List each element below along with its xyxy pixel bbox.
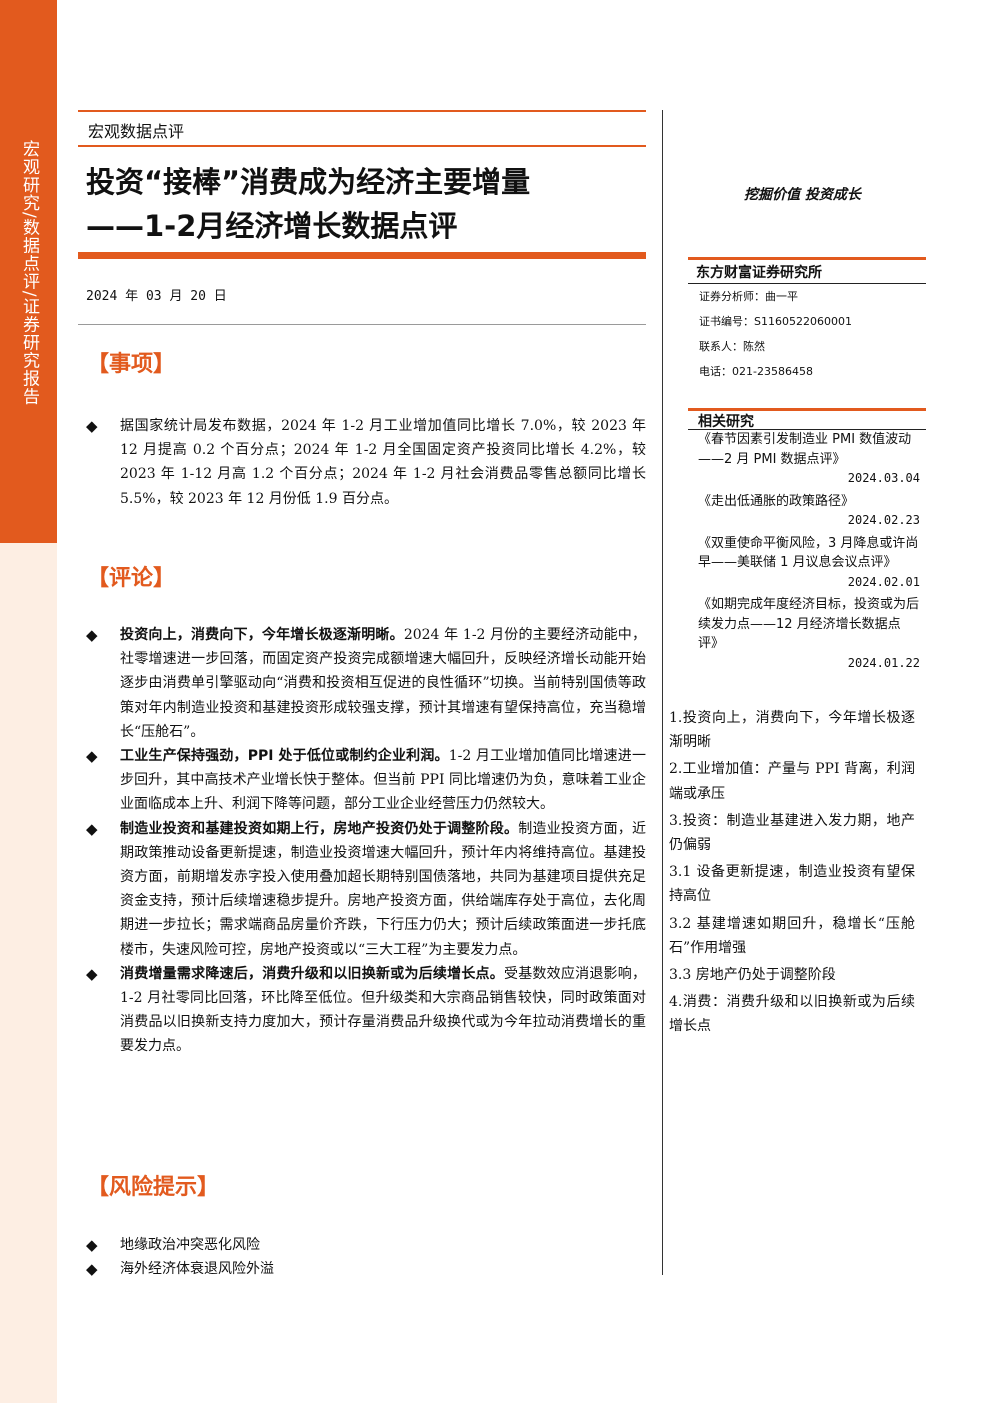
comment-list: ◆ 投资向上，消费向下，今年增长极逐渐明晰。2024 年 1-2 月份的主要经济… <box>86 623 646 1059</box>
title-line-2: ——1-2月经济增长数据点评 <box>86 209 458 243</box>
report-category: 宏观数据点评 <box>88 122 185 141</box>
key-point-item: 3.2 基建增速如期回升，稳增长“压舱石”作用增强 <box>669 915 915 956</box>
key-point-item: 1.投资向上，消费向下，今年增长极逐渐明晰 <box>669 710 915 751</box>
org-accent-bar <box>688 257 926 260</box>
risk-item: ◆ 海外经济体衰退风险外溢 <box>86 1257 646 1281</box>
key-point-item: 2.工业增加值：产量与 PPI 背离，利润端或承压 <box>669 761 915 802</box>
related-report-date: 2024.02.23 <box>847 513 920 527</box>
comment-item-text: 受基数效应消退影响，1-2 月社零同比回落，环比降至低位。但升级类和大宗商品销售… <box>120 965 646 1055</box>
slogan: 挖掘价值 投资成长 <box>744 187 861 203</box>
comment-item-text: 2024 年 1-2 月份的主要经济动能中，社零增速进一步回落，而固定资产投资完… <box>120 627 646 740</box>
key-point-item: 4.消费：消费升级和以旧换新或为后续增长点 <box>669 994 915 1035</box>
column-divider <box>662 110 663 1275</box>
related-heading: 相关研究 <box>698 414 754 430</box>
related-report-date: 2024.03.04 <box>847 471 920 485</box>
analyst-cert: 证书编号：S1160522060001 <box>699 315 852 328</box>
key-points-list: 1.投资向上，消费向下，今年增长极逐渐明晰 2.工业增加值：产量与 PPI 背离… <box>669 706 915 1042</box>
diamond-bullet-icon: ◆ <box>86 747 98 766</box>
risk-item-text: 地缘政治冲突恶化风险 <box>120 1237 260 1253</box>
comment-item-lead: 消费增量需求降速后，消费升级和以旧换新或为后续增长点。 <box>120 965 504 982</box>
analyst-name: 证券分析师：曲一平 <box>699 290 798 303</box>
key-point-item: 3.投资：制造业基建进入发力期，地产仍偏弱 <box>669 812 915 854</box>
section-heading-comment: 【评论】 <box>87 566 176 591</box>
diamond-bullet-icon: ◆ <box>86 626 98 644</box>
event-item: ◆ 据国家统计局发布数据，2024 年 1-2 月工业增加值同比增长 7.0%，… <box>86 414 646 511</box>
comment-item-lead: 投资向上，消费向下，今年增长极逐渐明晰。 <box>120 627 404 643</box>
related-report-link[interactable]: 《春节因素引发制造业 PMI 数值波动——2 月 PMI 数据点评》 <box>698 432 912 467</box>
contact-person: 联系人：陈然 <box>699 340 765 353</box>
contact-phone: 电话：021-23586458 <box>699 365 813 378</box>
related-list: 《春节因素引发制造业 PMI 数值波动——2 月 PMI 数据点评》 2024.… <box>698 430 920 676</box>
comment-item-text: 1-2 月工业增加值同比增速进一步回升，其中高技术产业增长快于整体。但当前 PP… <box>120 748 646 813</box>
comment-item: ◆ 消费增量需求降速后，消费升级和以旧换新或为后续增长点。受基数效应消退影响，1… <box>86 962 646 1059</box>
side-band-label: 宏观研究/数据点评/证券研究报告 <box>19 140 39 406</box>
side-band-accent <box>0 0 57 543</box>
comment-item: ◆ 制造业投资和基建投资如期上行，房地产投资仍处于调整阶段。制造业投资方面，近期… <box>86 817 646 962</box>
category-rule <box>78 145 646 147</box>
risk-item-text: 海外经济体衰退风险外溢 <box>120 1261 274 1278</box>
date-rule <box>78 324 646 325</box>
related-report-link[interactable]: 《走出低通胀的政策路径》 <box>698 493 855 509</box>
related-rule <box>688 429 926 430</box>
key-point-item: 3.1 设备更新提速，制造业投资有望保持高位 <box>669 864 915 905</box>
key-point-item: 3.3 房地产仍处于调整阶段 <box>669 967 836 984</box>
related-accent-bar <box>688 408 926 411</box>
section-heading-event: 【事项】 <box>87 352 176 377</box>
title-rule <box>78 252 646 259</box>
diamond-bullet-icon: ◆ <box>86 964 98 983</box>
org-rule <box>688 283 926 284</box>
diamond-bullet-icon: ◆ <box>86 417 98 435</box>
comment-item-lead: 工业生产保持强劲，PPI 处于低位或制约企业利润。 <box>120 748 449 765</box>
comment-item-lead: 制造业投资和基建投资如期上行，房地产投资仍处于调整阶段。 <box>120 820 519 837</box>
comment-item-text: 制造业投资方面，近期政策推动设备更新提速，制造业投资增速大幅回升，预计年内将维持… <box>120 820 647 958</box>
page-title: 投资“接棒”消费成为经济主要增量 ——1-2月经济增长数据点评 <box>86 160 530 248</box>
related-report-date: 2024.01.22 <box>847 655 920 670</box>
title-line-1: 投资“接棒”消费成为经济主要增量 <box>86 165 531 199</box>
risk-list: ◆ 地缘政治冲突恶化风险 ◆ 海外经济体衰退风险外溢 <box>86 1233 646 1281</box>
comment-item: ◆ 投资向上，消费向下，今年增长极逐渐明晰。2024 年 1-2 月份的主要经济… <box>86 623 646 744</box>
related-report-link[interactable]: 《双重使命平衡风险，3 月降息或许尚早——美联储 1 月议息会议点评》 <box>698 535 919 571</box>
top-rule <box>78 110 646 112</box>
risk-item: ◆ 地缘政治冲突恶化风险 <box>86 1233 646 1257</box>
related-report-date: 2024.02.01 <box>847 574 920 589</box>
section-heading-risk: 【风险提示】 <box>87 1175 220 1200</box>
event-list: ◆ 据国家统计局发布数据，2024 年 1-2 月工业增加值同比增长 7.0%，… <box>86 414 646 511</box>
org-name: 东方财富证券研究所 <box>696 265 822 281</box>
comment-item: ◆ 工业生产保持强劲，PPI 处于低位或制约企业利润。1-2 月工业增加值同比增… <box>86 744 646 817</box>
report-date: 2024 年 03 月 20 日 <box>86 289 227 304</box>
diamond-bullet-icon: ◆ <box>86 1260 98 1279</box>
event-item-text: 据国家统计局发布数据，2024 年 1-2 月工业增加值同比增长 7.0%，较 … <box>120 418 646 507</box>
related-report-link[interactable]: 《如期完成年度经济目标，投资或为后续发力点——12 月经济增长数据点评》 <box>698 597 920 651</box>
diamond-bullet-icon: ◆ <box>86 819 98 838</box>
diamond-bullet-icon: ◆ <box>86 1236 98 1254</box>
